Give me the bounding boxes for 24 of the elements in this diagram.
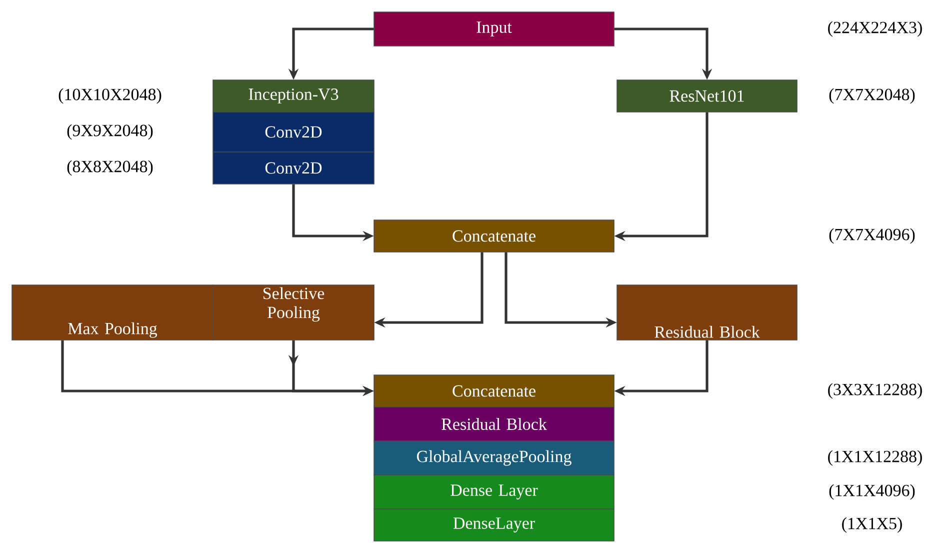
- layer-box: Input: [374, 12, 614, 46]
- shape-label: (9X9X2048): [67, 124, 153, 140]
- layer-box: Residual Block: [616, 284, 798, 340]
- shape-label: (7X7X2048): [829, 88, 915, 104]
- layer-box: Residual Block: [374, 406, 614, 442]
- layer-box: Max Pooling: [12, 284, 214, 340]
- shape-label: (7X7X4096): [829, 228, 915, 244]
- shape-label: (8X8X2048): [67, 160, 153, 176]
- layer-box: Concatenate: [374, 220, 614, 252]
- layer-box: DenseLayer: [374, 508, 614, 542]
- layer-box: GlobalAveragePooling: [374, 440, 614, 476]
- layer-box: ResNet101: [616, 80, 798, 112]
- shape-label: (3X3X12288): [828, 383, 922, 399]
- shape-label: (1X1X5): [842, 517, 902, 533]
- layer-box: Selective Pooling: [212, 284, 374, 340]
- layer-box: Dense Layer: [374, 474, 614, 510]
- shape-label: (1X1X4096): [829, 484, 915, 500]
- layer-box: Inception-V3: [212, 80, 374, 112]
- shape-label: (1X1X12288): [828, 450, 922, 466]
- layer-box: Concatenate: [374, 374, 614, 408]
- shape-label: (10X10X2048): [58, 88, 162, 104]
- layer-box: Conv2D: [212, 112, 374, 152]
- shape-label: (224X224X3): [828, 21, 922, 37]
- layer-box: Conv2D: [212, 152, 374, 184]
